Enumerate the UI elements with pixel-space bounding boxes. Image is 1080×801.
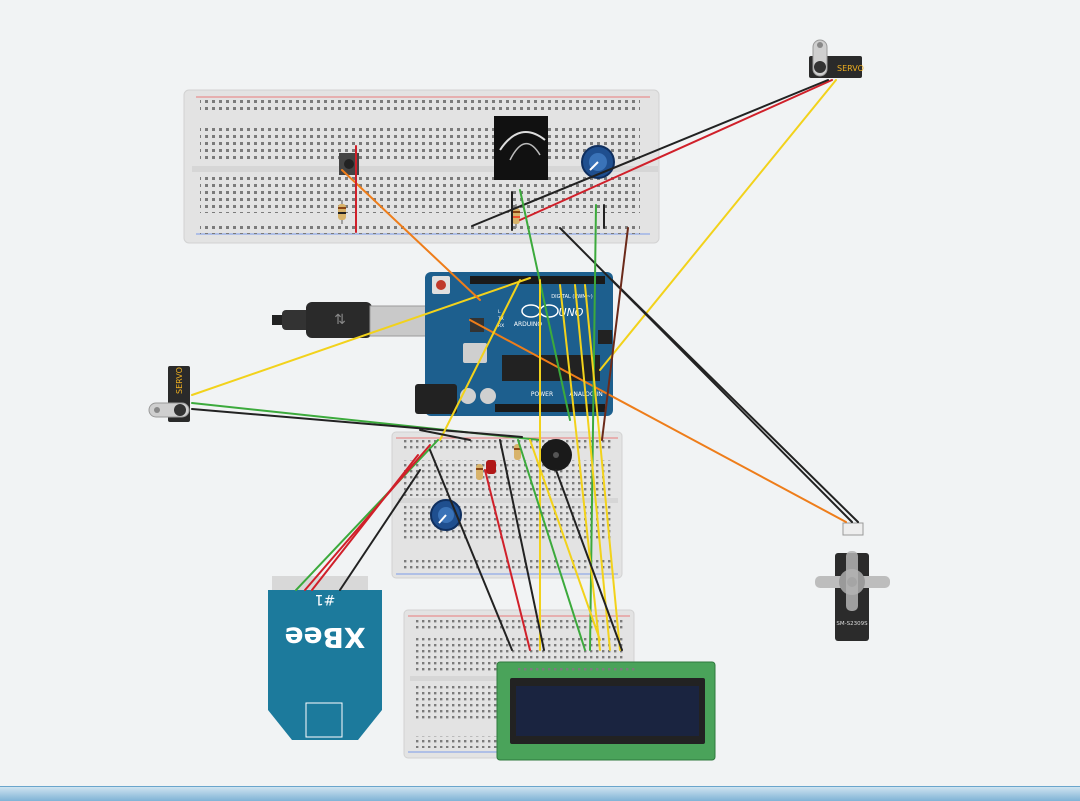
wire-black-large-servo-2[interactable]: [611, 279, 859, 523]
arduino-uno[interactable]: ⇅ DIGITAL (PWM~) ARDUINO UNO TX RX L POW…: [272, 272, 613, 416]
wire-red-xbee-2[interactable]: [311, 454, 419, 591]
resistor-middle-2[interactable]: [514, 444, 521, 460]
wire-black-left-servo[interactable]: [191, 408, 523, 438]
resistor-middle-1[interactable]: [476, 464, 483, 480]
lcd-display[interactable]: [496, 661, 716, 761]
servo-top[interactable]: SERVO: [809, 39, 864, 78]
wire-yellow-diagonal[interactable]: [439, 279, 521, 441]
wire-black-top-servo[interactable]: [471, 79, 829, 227]
potentiometer-top[interactable]: [581, 145, 615, 179]
wire-green-lcd[interactable]: [517, 439, 586, 651]
photo-sensor-image: [494, 116, 548, 180]
wire-black-large-servo-1[interactable]: [559, 227, 853, 523]
wires[interactable]: [191, 79, 859, 651]
servo-top-label: SERVO: [837, 64, 864, 73]
wire-yellow-top-servo[interactable]: [599, 79, 837, 371]
wire-yellow-lcd-2[interactable]: [559, 284, 601, 651]
arduino-l-label: L: [498, 309, 501, 315]
bottom-scroll-strip[interactable]: [0, 786, 1080, 801]
buzzer[interactable]: [540, 439, 572, 471]
wire-brown-arduino[interactable]: [601, 227, 629, 441]
wire-black-lcd-2[interactable]: [499, 439, 545, 651]
wire-red-top-servo[interactable]: [519, 79, 833, 221]
wire-black-lcd-3[interactable]: [555, 469, 623, 651]
xbee-logo: XBee: [285, 621, 366, 654]
xbee-id: #1: [315, 591, 336, 607]
wire-yellow-lcd-5[interactable]: [529, 439, 601, 641]
xbee-module[interactable]: XBee #1: [268, 576, 382, 740]
arduino-digital-label: DIGITAL (PWM~): [551, 294, 593, 300]
wire-red-lcd[interactable]: [484, 469, 531, 651]
wire-green-xbee[interactable]: [295, 439, 439, 591]
wire-black-arduino-board[interactable]: [419, 429, 471, 441]
pushbutton[interactable]: [339, 153, 359, 175]
usb-cable: ⇅: [272, 302, 372, 338]
wire-orange-button[interactable]: [341, 169, 481, 301]
arduino-power-label: POWER: [531, 391, 553, 398]
wire-orange-large-servo[interactable]: [469, 319, 847, 523]
wire-yellow-lcd-3[interactable]: [574, 284, 611, 651]
servo-left[interactable]: SERVO: [148, 366, 190, 422]
servo-large[interactable]: SM-S2309S: [815, 522, 890, 641]
svg-text:⇅: ⇅: [334, 312, 346, 328]
wire-red-xbee-1[interactable]: [304, 444, 431, 591]
resistor-top-left[interactable]: [338, 200, 346, 224]
wire-yellow-left-servo[interactable]: [191, 277, 531, 396]
servo-large-model: SM-S2309S: [836, 621, 868, 627]
wire-black-xbee[interactable]: [339, 469, 421, 591]
wire-green-photo[interactable]: [519, 189, 571, 421]
wire-black-lcd-1[interactable]: [429, 449, 513, 651]
arduino-brand: ARDUINO: [514, 321, 543, 328]
wire-yellow-lcd-4[interactable]: [584, 284, 621, 651]
arduino-rx-label: RX: [498, 323, 504, 329]
led-red[interactable]: [486, 460, 496, 474]
servo-left-label: SERVO: [175, 367, 184, 394]
